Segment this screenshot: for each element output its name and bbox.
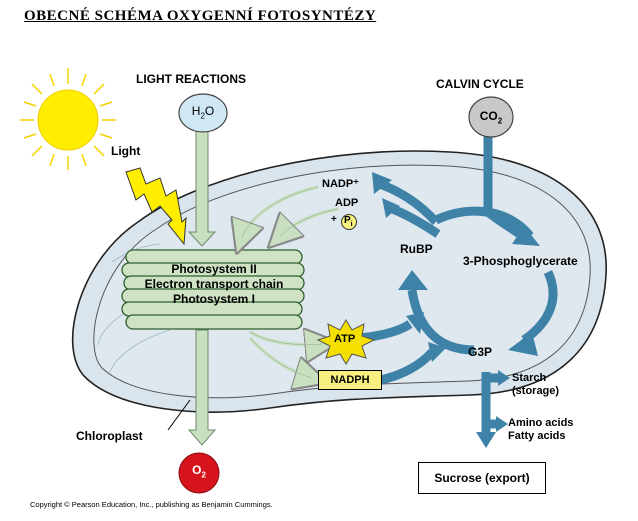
g3p-label: G3P — [468, 345, 493, 359]
light-bolt-icon — [125, 167, 187, 246]
electron-transport-label: Electron transport chain — [144, 277, 284, 291]
light-label: Light — [111, 144, 141, 158]
co2-label: CO2 — [479, 109, 503, 126]
nadph-label: NADPH — [318, 370, 382, 390]
nadp-plus-label: NADP⁺ — [322, 178, 359, 190]
sun-icon — [20, 68, 116, 170]
pi-label: Pi — [344, 215, 353, 228]
o2-label: O2 — [192, 463, 206, 480]
o2-circle — [178, 452, 220, 494]
rubp-label: RuBP — [400, 242, 433, 256]
starch-label: Starch (storage) — [512, 372, 560, 397]
atp-label: ATP — [334, 333, 356, 345]
plus-label: + — [331, 214, 337, 225]
chloroplast-label: Chloroplast — [76, 429, 143, 443]
phosphoglycerate-label: 3-Phosphoglycerate — [463, 254, 578, 268]
atp-star-icon — [316, 319, 376, 365]
pi-circle — [341, 214, 357, 230]
amino-fatty-label: Amino acids Fatty acids — [508, 417, 574, 442]
copyright-text: Copyright © Pearson Education, Inc., pub… — [30, 500, 273, 509]
o2-arrow — [187, 329, 217, 446]
photosystem-block: Photosystem II Electron transport chain … — [128, 262, 300, 307]
photosystem-i-label: Photosystem I — [172, 292, 256, 306]
chloroplast-pointer — [167, 399, 191, 431]
photosystem-ii-label: Photosystem II — [171, 262, 257, 276]
page-title: OBECNÉ SCHÉMA OXYGENNÍ FOTOSYNTÉZY — [24, 8, 377, 24]
calvin-cycle-heading: CALVIN CYCLE — [436, 77, 524, 91]
co2-circle — [468, 96, 514, 138]
sucrose-box: Sucrose (export) — [418, 462, 546, 494]
thylakoid-stack — [121, 249, 305, 330]
light-reactions-heading: LIGHT REACTIONS — [136, 72, 246, 86]
h2o-arrow — [187, 129, 217, 247]
return-arrows-outline — [241, 186, 339, 379]
h2o-circle — [178, 93, 228, 133]
adp-label: ADP — [335, 197, 359, 209]
h2o-label: H2O — [191, 104, 215, 121]
calvin-arrowheads — [372, 172, 540, 448]
